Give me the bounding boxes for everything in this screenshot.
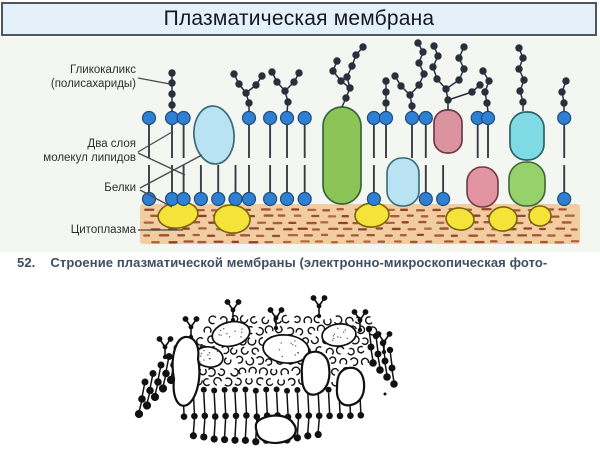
- slide-title-bar: Плазматическая мембрана: [1, 2, 597, 36]
- slide-title: Плазматическая мембрана: [163, 7, 435, 30]
- label-proteins: Белки: [104, 182, 136, 194]
- label-lipid-bilayer-line1: Два слоя: [87, 138, 136, 150]
- figure-caption-text: Строение плазматической мембраны (электр…: [50, 255, 548, 270]
- label-glycocalyx: Гликокаликс (полисахариды): [0, 64, 136, 91]
- label-lipid-bilayer: Два слоя молекул липидов: [0, 138, 136, 165]
- figure-caption-number: 52.: [17, 255, 36, 270]
- label-glycocalyx-line1: Гликокаликс: [70, 64, 136, 76]
- label-glycocalyx-line2: (полисахариды): [50, 77, 136, 90]
- membrane-3d-illustration: [134, 295, 398, 446]
- membrane-diagram: [0, 37, 600, 252]
- label-cytoplasm: Цитоплазма: [70, 224, 136, 236]
- label-lipid-bilayer-line2: молекул липидов: [43, 151, 136, 164]
- figure-caption: 52. Строение плазматической мембраны (эл…: [17, 255, 589, 270]
